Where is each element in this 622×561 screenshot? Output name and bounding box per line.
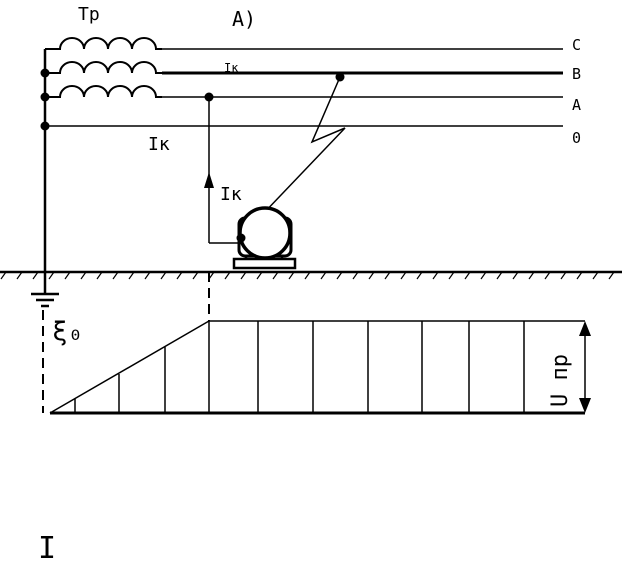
hatch-tick [512, 271, 519, 280]
hatch-tick [592, 271, 599, 280]
hatch-tick [560, 271, 567, 280]
diagram-title: А) [232, 7, 256, 31]
potential-slope [49, 320, 210, 414]
junction-dots [40, 68, 345, 131]
hatch-tick [176, 271, 183, 280]
hatch-tick [544, 271, 551, 280]
hatch-tick [256, 271, 263, 280]
phase-label-0: 0 [572, 129, 581, 147]
junction-b [40, 68, 50, 78]
junction-0 [40, 121, 50, 131]
hatch-tick [368, 271, 375, 280]
hatch-tick [608, 271, 615, 280]
hatch-tick [480, 271, 487, 280]
hatch-tick [432, 271, 439, 280]
current-label-neutral: Iк [148, 134, 170, 155]
phase-label-c: C [572, 36, 581, 54]
hatch-tick [288, 271, 295, 280]
hatch-tick [96, 271, 103, 280]
hatch-tick [16, 271, 23, 280]
ground-symbol [31, 292, 59, 308]
potential-diagram [49, 320, 585, 415]
phase-label-a: A [572, 96, 581, 114]
hatch-tick [416, 271, 423, 280]
hatch-tick [496, 271, 503, 280]
hatch-tick [352, 271, 359, 280]
transformer-label: Тр [78, 4, 100, 25]
winding-a [45, 85, 162, 98]
hatch-tick [384, 271, 391, 280]
current-label-lead: Iк [220, 184, 242, 205]
motor-terminal [236, 233, 246, 243]
hatch-tick [112, 271, 119, 280]
winding-b [45, 61, 162, 74]
transformer-windings [45, 37, 162, 98]
phase-label-b: B [572, 65, 581, 83]
hatch-tick [160, 271, 167, 280]
hatch-tick [400, 271, 407, 280]
motor-base [232, 257, 297, 270]
hatch-tick [48, 271, 55, 280]
motor-housing [238, 206, 292, 260]
winding-c [45, 37, 162, 50]
current-arrow [204, 172, 214, 188]
hatch-tick [448, 271, 455, 280]
hatch-tick [240, 271, 247, 280]
panel-marker: I [38, 531, 56, 561]
hatch-tick [304, 271, 311, 280]
hatch-tick [32, 271, 39, 280]
hatch-tick [576, 271, 583, 280]
hatch-tick [144, 271, 151, 280]
hatch-tick [64, 271, 71, 280]
hatch-tick [464, 271, 471, 280]
current-label-phase-b: Iк [224, 61, 239, 75]
hatch-tick [128, 271, 135, 280]
fault-zigzag [310, 76, 346, 144]
hatch-tick [224, 271, 231, 280]
hatch-tick [320, 271, 327, 280]
junction-a [40, 92, 50, 102]
phase-lines [45, 48, 563, 127]
hatch-tick [192, 271, 199, 280]
motor [232, 206, 297, 270]
ground-hatching [0, 271, 615, 280]
potential-grid-lines [74, 321, 525, 413]
hatch-tick [272, 271, 279, 280]
hatch-tick [0, 271, 7, 280]
ground-potential-label: ξ₀ [52, 317, 83, 347]
voltage-label: U пр [548, 354, 573, 407]
hatch-tick [336, 271, 343, 280]
hatch-tick [80, 271, 87, 280]
voltage-dimension [579, 321, 591, 413]
hatch-tick [528, 271, 535, 280]
